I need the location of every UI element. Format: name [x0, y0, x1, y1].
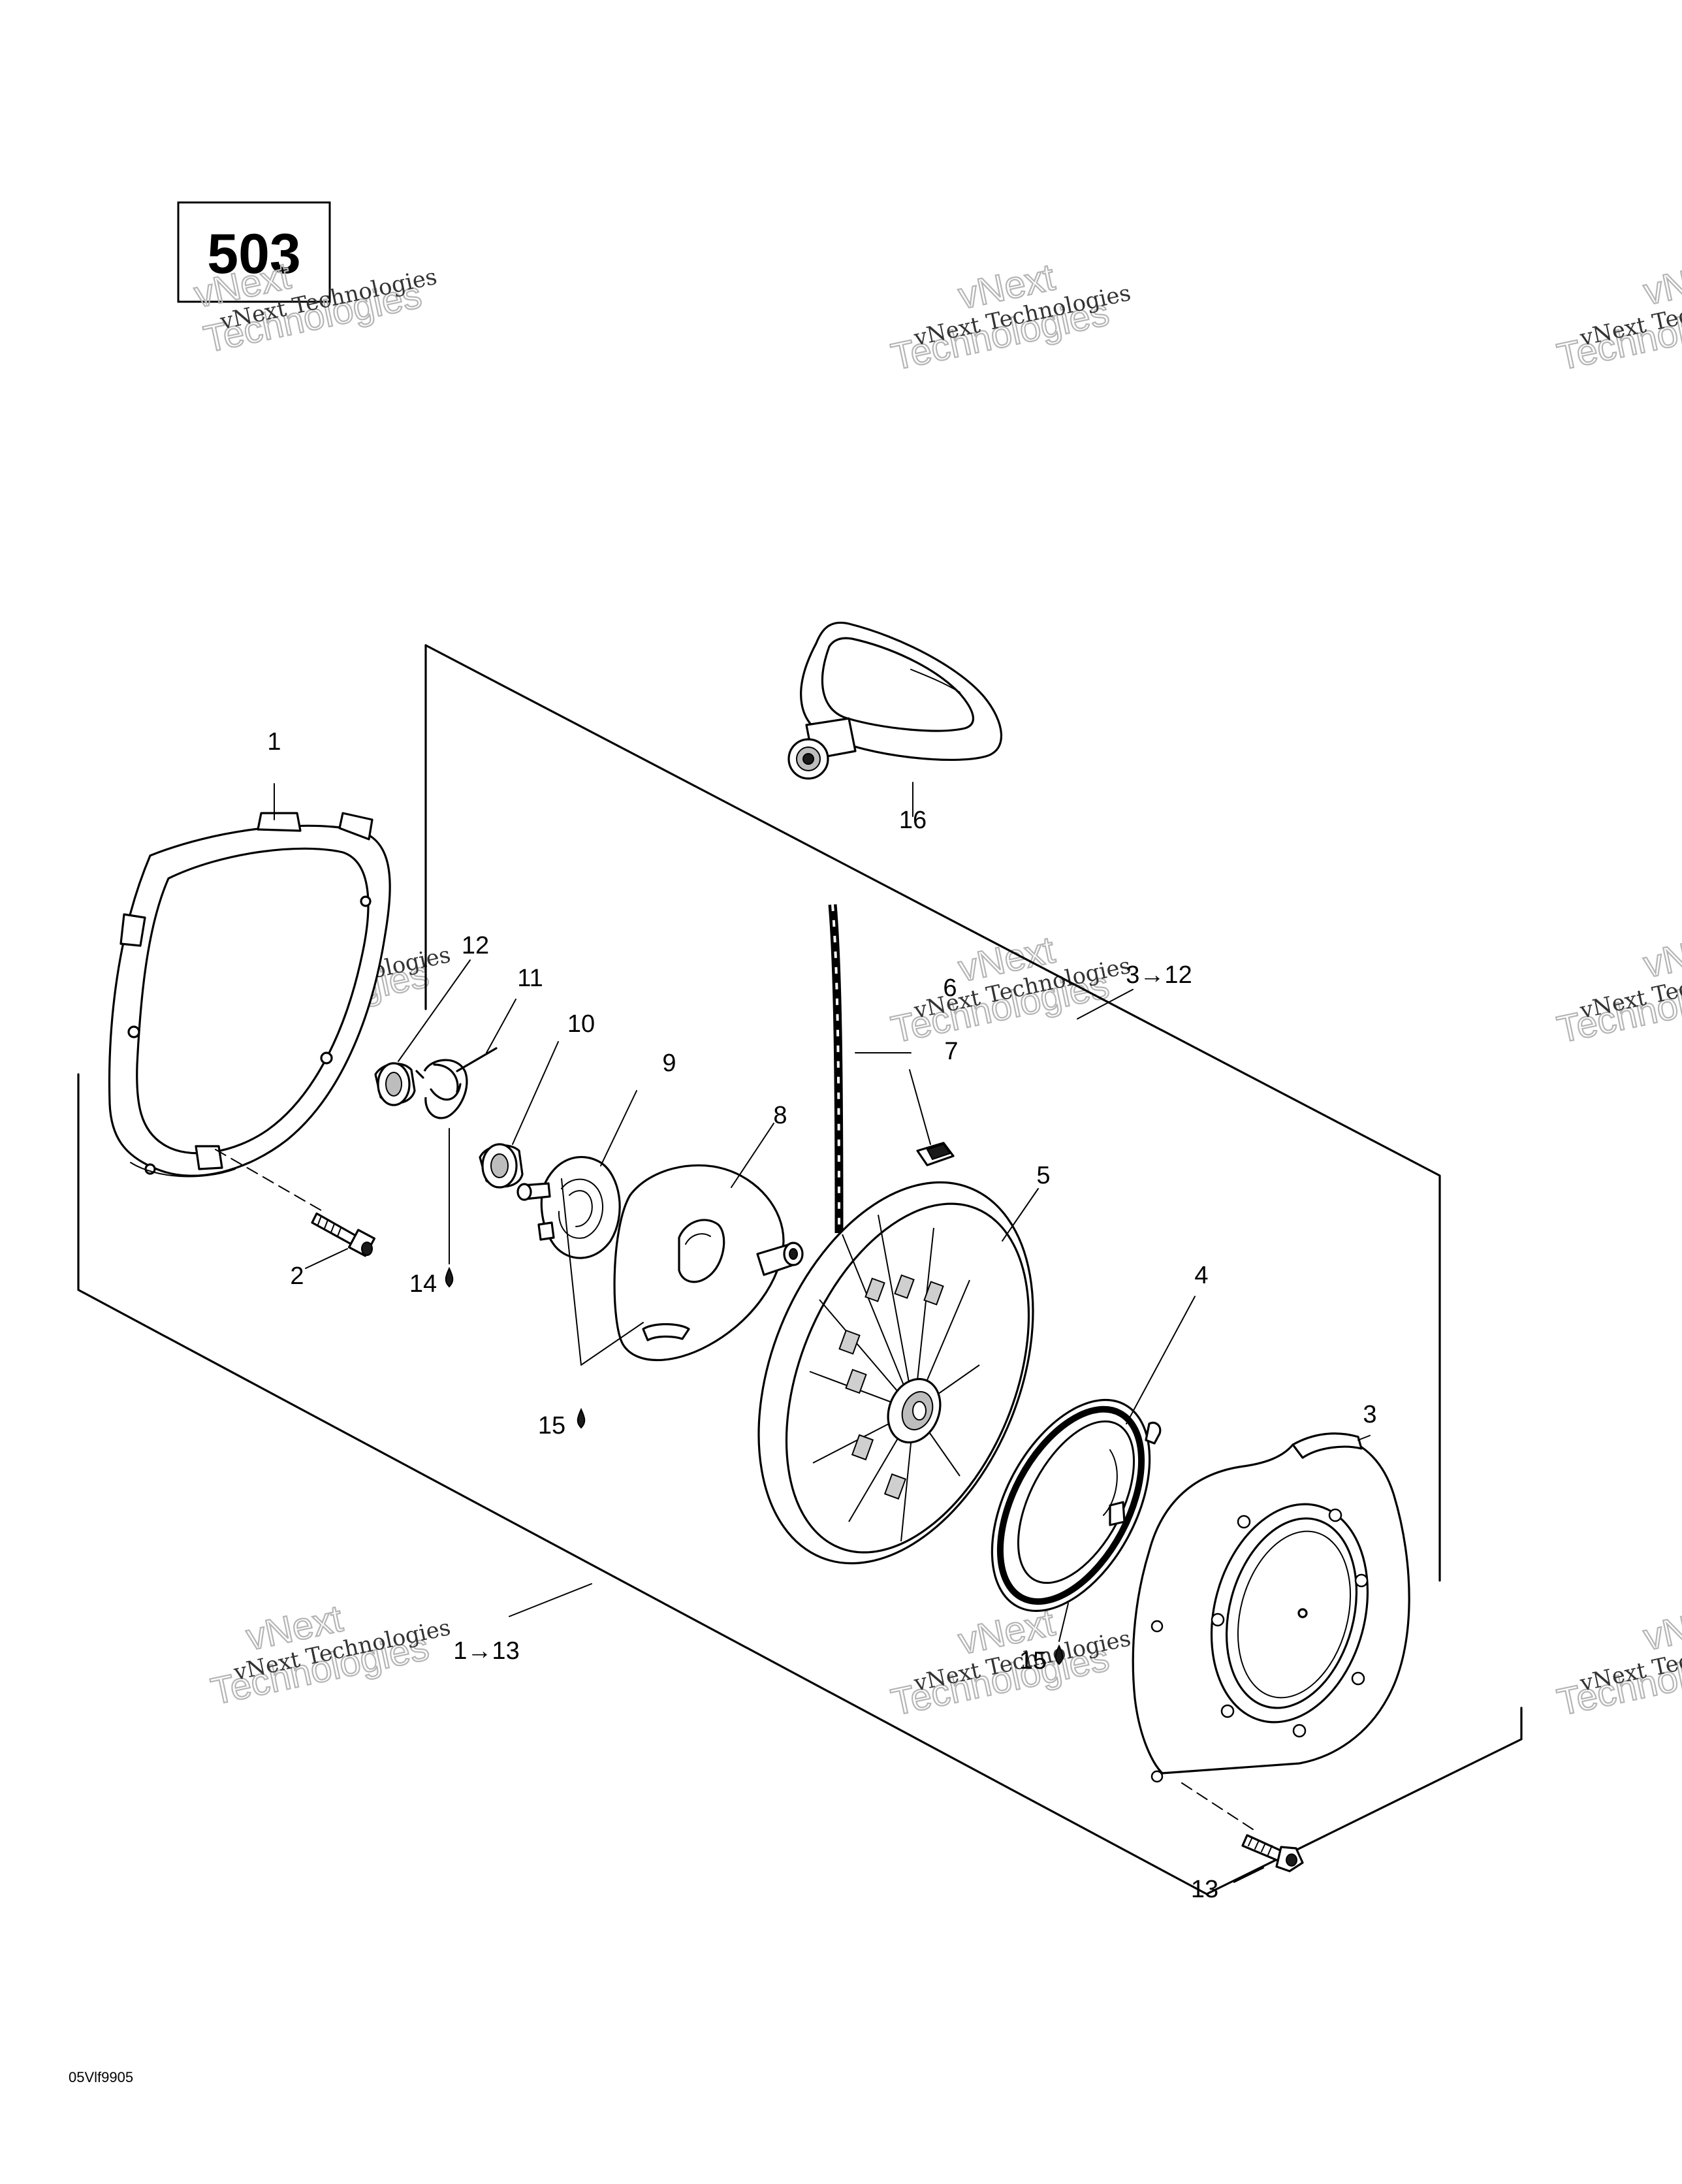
callout-15: 15 [538, 1412, 565, 1439]
callout-3-12: 3→12 [1126, 961, 1192, 989]
callout-1: 1 [267, 728, 281, 756]
page-number: 503 [207, 223, 301, 285]
watermark: vNext Technologies vNext Technologies [1553, 923, 1682, 1052]
watermark: vNext Technologies vNext Technologies [1553, 251, 1682, 379]
callout-15: 15 [1019, 1647, 1047, 1675]
watermark: vNext Technologies vNext Technologies [207, 1596, 453, 1714]
starter-housing-plate [613, 1164, 804, 1361]
drawing-code: 05Vlf9905 [69, 2069, 133, 2085]
svg-text:vNext: vNext [1640, 1597, 1682, 1658]
callout-14: 14 [409, 1270, 437, 1298]
rope-pulley [757, 1181, 1034, 1565]
svg-text:vNext: vNext [1640, 924, 1682, 986]
callout-8: 8 [773, 1102, 787, 1129]
pawl-plate [516, 1156, 621, 1259]
callout-7: 7 [944, 1038, 958, 1065]
callout-16: 16 [899, 807, 927, 834]
starter-cover [1132, 1432, 1410, 1783]
callouts: 1 2 3 3→12 4 5 6 7 8 9 10 11 12 13 14 15… [267, 728, 1376, 1903]
assembly-bracket-3-12 [424, 644, 1441, 1582]
callout-3: 3 [1363, 1401, 1376, 1428]
callout-2: 2 [290, 1262, 304, 1290]
flange-screw [215, 1149, 376, 1257]
assembly-bracket-1-13 [77, 1073, 1523, 1895]
watermark: vNext Technologies vNext Technologies [887, 1601, 1133, 1725]
watermark: vNext Technologies vNext Technologies [1553, 1596, 1682, 1724]
callout-12: 12 [462, 932, 489, 959]
callout-10: 10 [567, 1010, 595, 1038]
spacer-bushing [479, 1143, 524, 1189]
callout-11: 11 [517, 965, 543, 992]
callout-9: 9 [662, 1050, 676, 1077]
svg-text:vNext: vNext [1640, 251, 1682, 313]
page-number-box: 503 [177, 201, 331, 303]
starter-rope [828, 904, 844, 1234]
callout-1-13: 1→13 [453, 1637, 519, 1665]
rope-handle [787, 621, 1002, 780]
lubricant-drop-icon [445, 1266, 454, 1288]
watermark: vNext Technologies vNext Technologies [887, 928, 1133, 1052]
cover-screw [1181, 1782, 1304, 1872]
callout-4: 4 [1194, 1262, 1208, 1289]
lubricant-drop-icon [1055, 1644, 1064, 1665]
key-pin [916, 1142, 955, 1166]
leader-lines [274, 782, 1371, 1883]
callout-6: 6 [943, 974, 957, 1002]
recoil-spring [991, 1398, 1162, 1613]
lubricant-drop-icon [577, 1407, 586, 1429]
callout-5: 5 [1036, 1162, 1050, 1189]
callout-13: 13 [1191, 1876, 1218, 1903]
mounting-flange [108, 812, 391, 1178]
bushing [374, 1062, 416, 1106]
watermark: vNext Technologies vNext Technologies [887, 255, 1133, 379]
torsion-spring [415, 1047, 498, 1119]
